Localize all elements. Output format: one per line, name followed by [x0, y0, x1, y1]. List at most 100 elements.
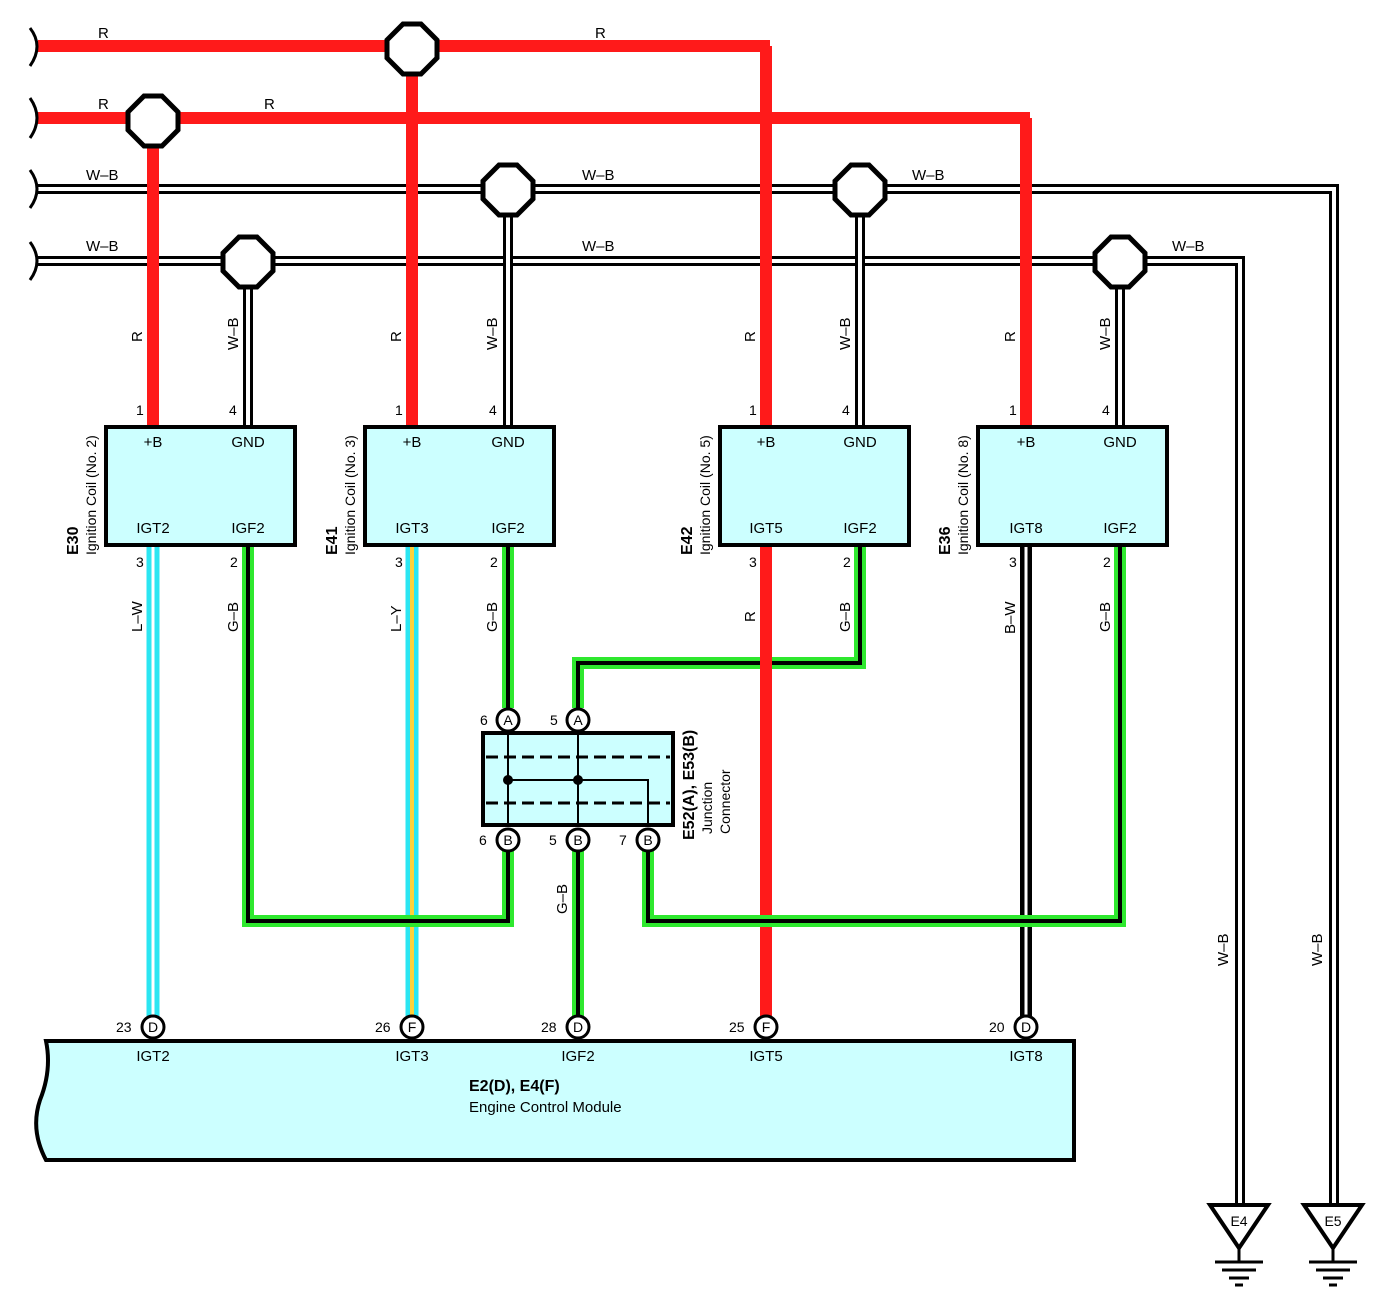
coil-code: E41 [324, 526, 341, 555]
coil1-igt-wire-label: L–W [129, 600, 146, 632]
pin-number: 4 [229, 402, 237, 418]
ignition-coil-no8: 1 4 3 2 +B GND IGT8 IGF2 E36 Ignition Co… [937, 402, 1169, 570]
pin-number: 3 [1009, 554, 1017, 570]
splice-octagon [125, 93, 181, 149]
connector-letter: D [1021, 1019, 1031, 1035]
coil2-power-wire-label: R [388, 331, 405, 342]
splice-octagon [480, 162, 536, 218]
ground1-wire-label: W–B [1215, 933, 1232, 966]
splice-points [125, 21, 1148, 290]
coil3-igf-wire-label: G–B [837, 602, 854, 632]
splice-octagon [1092, 234, 1148, 290]
ground-bus-2: W–B W–B W–B [28, 238, 1245, 1205]
terminal-label: +B [144, 434, 163, 451]
junction-connector: A 6 A 5 B 6 B 5 B 7 E52(A), E53(B) Junct… [479, 707, 733, 853]
bus2-left-label: R [98, 96, 109, 113]
engine-control-module: D 23 IGT2 F 26 IGT3 D 28 IGF2 F 25 IGT5 … [34, 1014, 1076, 1162]
pin-number: 6 [479, 832, 487, 848]
bus4-left-label: W–B [86, 238, 119, 255]
coil-name: Ignition Coil (No. 3) [342, 435, 358, 555]
pin-number: 5 [549, 832, 557, 848]
pin-number: 1 [136, 402, 144, 418]
coil2-igt-wire-label: L–Y [388, 605, 405, 632]
terminal-label: IGF2 [491, 520, 524, 537]
bus3-right-label: W–B [912, 167, 945, 184]
coil-power-wires [147, 46, 1032, 428]
coil2-igf-wire-label: G–B [484, 602, 501, 632]
coil4-power-wire-label: R [1002, 331, 1019, 342]
terminal-label: GND [1103, 434, 1137, 451]
terminal-label: IGF2 [1103, 520, 1136, 537]
terminal-label: GND [231, 434, 265, 451]
coil-ground-wires [243, 189, 1125, 428]
pin-number: 26 [375, 1019, 391, 1035]
pin-number: 3 [136, 554, 144, 570]
terminal-label: +B [403, 434, 422, 451]
connector-letter: F [762, 1019, 771, 1035]
pin-number: 1 [395, 402, 403, 418]
ground-code: E5 [1324, 1213, 1341, 1229]
terminal-label: GND [491, 434, 525, 451]
connector-letter: D [573, 1019, 583, 1035]
coil-code: E42 [679, 526, 696, 555]
splice-octagon [832, 162, 888, 218]
bus1-left-label: R [98, 25, 109, 42]
junction-name-line1: Junction [699, 782, 715, 834]
bus2-right-label: R [264, 96, 275, 113]
ignition-coil-no5: 1 4 3 2 +B GND IGT5 IGF2 E42 Ignition Co… [679, 402, 911, 570]
ecm-name: Engine Control Module [469, 1099, 622, 1116]
coil-name: Ignition Coil (No. 8) [955, 435, 971, 555]
pin-number: 1 [1009, 402, 1017, 418]
coil3-power-wire-label: R [742, 331, 759, 342]
ground-e5: E5 [1300, 1203, 1366, 1287]
pin-number: 6 [480, 712, 488, 728]
pin-number: 2 [490, 554, 498, 570]
signal-wires [146, 545, 1126, 1016]
pin-number: 1 [749, 402, 757, 418]
coil2-ground-wire-label: W–B [484, 317, 501, 350]
pin-number: 3 [395, 554, 403, 570]
junction-code: E52(A), E53(B) [681, 730, 698, 840]
terminal-label: IGT2 [136, 520, 169, 537]
ignition-coil-no3: 1 4 3 2 +B GND IGT3 IGF2 E41 Ignition Co… [324, 402, 556, 570]
coil-name: Ignition Coil (No. 5) [697, 435, 713, 555]
coil-code: E36 [937, 526, 954, 555]
junction-name-line2: Connector [717, 769, 733, 834]
terminal-label: IGF2 [843, 520, 876, 537]
terminal-label: IGF2 [231, 520, 264, 537]
upper-wire-labels: R W–B R W–B R W–B R W–B [129, 317, 1114, 350]
terminal-label: IGF2 [561, 1048, 594, 1065]
connector-letter: B [643, 832, 652, 848]
terminal-label: IGT3 [395, 520, 428, 537]
ecm-code: E2(D), E4(F) [469, 1078, 560, 1095]
power-bus-2: R R [28, 96, 1030, 139]
pin-number: 28 [541, 1019, 557, 1035]
bus3-left-label: W–B [86, 167, 119, 184]
pin-number: 2 [843, 554, 851, 570]
bus1-right-label: R [595, 25, 606, 42]
connector-letter: F [408, 1019, 417, 1035]
connector-letter: B [503, 832, 512, 848]
terminal-label: IGT3 [395, 1048, 428, 1065]
ground-code: E4 [1230, 1213, 1247, 1229]
coil-name: Ignition Coil (No. 2) [83, 435, 99, 555]
pin-number: 20 [989, 1019, 1005, 1035]
connector-letter: A [503, 712, 513, 728]
coil4-igf-wire-label: G–B [1097, 602, 1114, 632]
pin-number: 4 [842, 402, 850, 418]
terminal-label: IGT5 [749, 1048, 782, 1065]
terminal-label: +B [757, 434, 776, 451]
bus4-right-label: W–B [1172, 238, 1205, 255]
pin-number: 5 [550, 712, 558, 728]
pin-number: 25 [729, 1019, 745, 1035]
bus4-mid-label: W–B [582, 238, 615, 255]
ground2-wire-label: W–B [1309, 933, 1326, 966]
bus3-mid-label: W–B [582, 167, 615, 184]
connector-letter: A [573, 712, 583, 728]
junction-out-wire-label: G–B [554, 884, 571, 914]
terminal-label: GND [843, 434, 877, 451]
splice-octagon [220, 234, 276, 290]
coil4-igt-wire-label: B–W [1002, 601, 1019, 634]
